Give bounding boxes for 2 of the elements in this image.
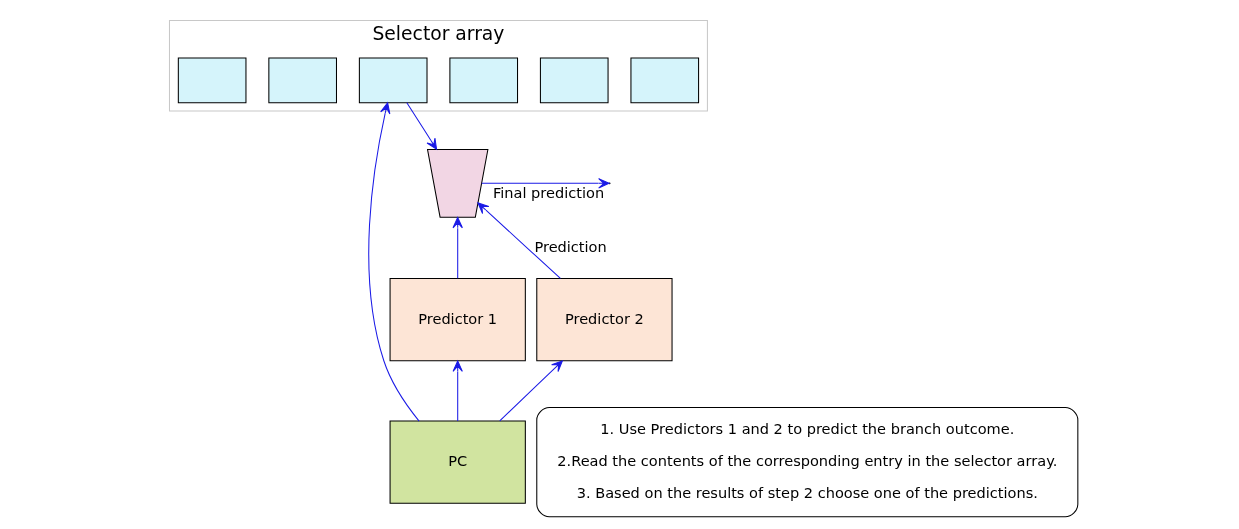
edge-label: Final prediction (492, 184, 605, 202)
edge-label: Prediction (534, 237, 607, 255)
